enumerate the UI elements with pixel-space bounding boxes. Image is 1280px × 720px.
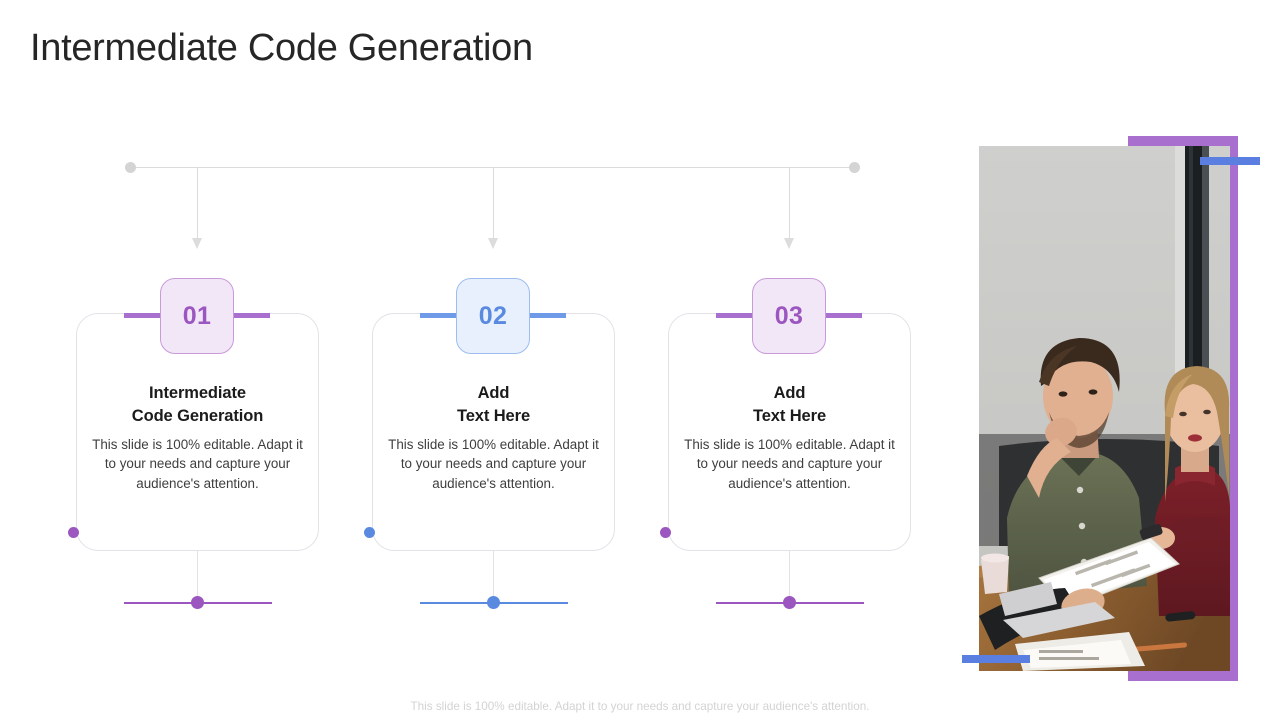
- card-1-text-block: Intermediate Code Generation This slide …: [77, 382, 318, 493]
- card-3-badge-bar-right: [808, 313, 862, 318]
- card-2-number-badge[interactable]: 02: [456, 278, 530, 354]
- card-2-drop-line: [493, 551, 495, 603]
- footer-note: This slide is 100% editable. Adapt it to…: [410, 700, 870, 713]
- card-3-body: This slide is 100% editable. Adapt it to…: [684, 437, 895, 491]
- card-2-number: 02: [478, 301, 508, 330]
- card-1-badge-bar-left: [124, 313, 178, 318]
- card-1-body: This slide is 100% editable. Adapt it to…: [92, 437, 303, 491]
- card-3-text-block: Add Text Here This slide is 100% editabl…: [669, 382, 910, 493]
- card-1-drop-line: [197, 551, 199, 603]
- down-arrow-3: [783, 168, 796, 252]
- arrow-stem-icon: [197, 168, 199, 240]
- arrow-stem-icon: [789, 168, 791, 240]
- photo-accent-bottom: [962, 655, 1030, 663]
- card-1-number: 01: [182, 301, 212, 330]
- arrow-head-icon: [192, 238, 202, 249]
- arrow-head-icon: [488, 238, 498, 249]
- card-2-corner-dot: [364, 527, 375, 538]
- card-2-body: This slide is 100% editable. Adapt it to…: [388, 437, 599, 491]
- card-1-corner-dot: [68, 527, 79, 538]
- card-1-badge-bar-right: [216, 313, 270, 318]
- down-arrow-2: [487, 168, 500, 252]
- card-1-number-badge[interactable]: 01: [160, 278, 234, 354]
- card-3-corner-dot: [660, 527, 671, 538]
- card-3-bottom-dot: [783, 596, 796, 609]
- page-title: Intermediate Code Generation: [30, 27, 533, 69]
- timeline-end-dot: [849, 162, 860, 173]
- top-timeline: [125, 162, 865, 174]
- arrow-stem-icon: [493, 168, 495, 240]
- card-2-text-block: Add Text Here This slide is 100% editabl…: [373, 382, 614, 493]
- card-2-heading: Add Text Here: [456, 384, 531, 425]
- card-2-badge-bar-right: [512, 313, 566, 318]
- card-3-drop-line: [789, 551, 791, 603]
- timeline-start-dot: [125, 162, 136, 173]
- card-1-heading: Intermediate Code Generation: [131, 384, 264, 425]
- card-2-bottom-dot: [487, 596, 500, 609]
- card-2-badge-bar-left: [420, 313, 474, 318]
- arrow-head-icon: [784, 238, 794, 249]
- step-card-1[interactable]: Intermediate Code Generation This slide …: [76, 313, 319, 551]
- timeline-line: [131, 167, 855, 169]
- meeting-photo: [979, 146, 1230, 671]
- photo-accent-top: [1200, 157, 1260, 165]
- card-1-bottom-dot: [191, 596, 204, 609]
- card-3-number-badge[interactable]: 03: [752, 278, 826, 354]
- down-arrow-1: [191, 168, 204, 252]
- card-3-heading: Add Text Here: [752, 384, 827, 425]
- card-3-badge-bar-left: [716, 313, 770, 318]
- card-3-number: 03: [774, 301, 804, 330]
